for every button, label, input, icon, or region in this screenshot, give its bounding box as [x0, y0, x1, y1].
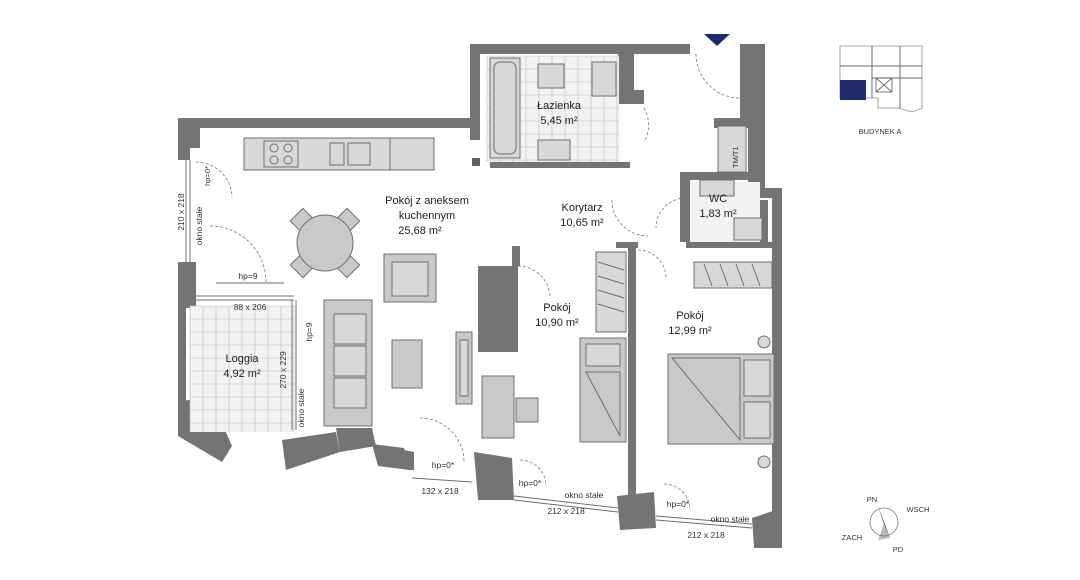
bottom-hp-3: hp=0*: [667, 499, 690, 509]
left-window-dim: 210 x 218: [176, 193, 186, 231]
wc-fixtures: TM/T1: [690, 125, 763, 242]
left-window-note: okno stałe: [194, 206, 204, 245]
bottom-dim-2: 212 x 218: [547, 506, 585, 516]
loggia-name: Loggia: [225, 353, 259, 365]
living-room-name-1: Pokój z aneksem: [385, 195, 469, 207]
living-room-name-2: kuchennym: [399, 210, 455, 222]
key-plan-label: BUDYNEK A: [859, 127, 902, 136]
room1-name: Pokój: [543, 302, 571, 314]
loggia-door-dim: 88 x 206: [234, 302, 267, 312]
wc-area: 1,83 m²: [699, 208, 737, 220]
bathroom-fixtures: [486, 55, 619, 162]
loggia-hp-label: hp=9: [238, 271, 257, 281]
wardrobes: [595, 251, 773, 333]
compass-w: ZACH: [842, 533, 862, 542]
wc-name: WC: [709, 193, 727, 205]
compass-e: WSCH: [907, 505, 930, 514]
bottom-note-3: okno stałe: [711, 514, 750, 524]
bathroom-name: Łazienka: [537, 100, 582, 112]
loggia-side-dim: 270 x 229: [278, 351, 288, 389]
loggia-window-note: okno stałe: [296, 388, 306, 427]
window-lines: [185, 160, 753, 529]
dining-table: [289, 207, 361, 279]
bathroom-area: 5,45 m²: [540, 115, 578, 127]
walls: [178, 44, 782, 548]
loggia-area: 4,92 m²: [223, 368, 261, 380]
key-plan: BUDYNEK A: [839, 45, 923, 136]
room1-area: 10,90 m²: [535, 317, 579, 329]
corridor-area: 10,65 m²: [560, 217, 604, 229]
left-hp-label: hp=0*: [203, 166, 212, 186]
compass-n: PN: [867, 495, 877, 504]
living-room-area: 25,68 m²: [398, 225, 442, 237]
compass-icon: PN PD WSCH ZACH: [842, 495, 930, 554]
entrance-arrow-icon: [704, 34, 730, 46]
loggia-floor: [189, 295, 297, 432]
corridor-name: Korytarz: [562, 202, 603, 214]
bottom-note-2: okno stałe: [565, 490, 604, 500]
room2-area: 12,99 m²: [668, 325, 712, 337]
kitchen-counter: [243, 137, 435, 171]
compass-s: PD: [893, 545, 904, 554]
door-swings: [195, 53, 741, 511]
bottom-hp-2: hp=0*: [519, 478, 542, 488]
bottom-dim-3: 212 x 218: [687, 530, 725, 540]
loggia-hp9-label: hp=9: [304, 322, 314, 341]
room2-name: Pokój: [676, 310, 704, 322]
living-furniture: [323, 253, 539, 439]
tm-label: TM/T1: [731, 146, 740, 168]
beds: [579, 335, 775, 469]
bottom-hp-1: hp=0*: [432, 460, 455, 470]
bottom-dim-1: 132 x 218: [421, 486, 459, 496]
